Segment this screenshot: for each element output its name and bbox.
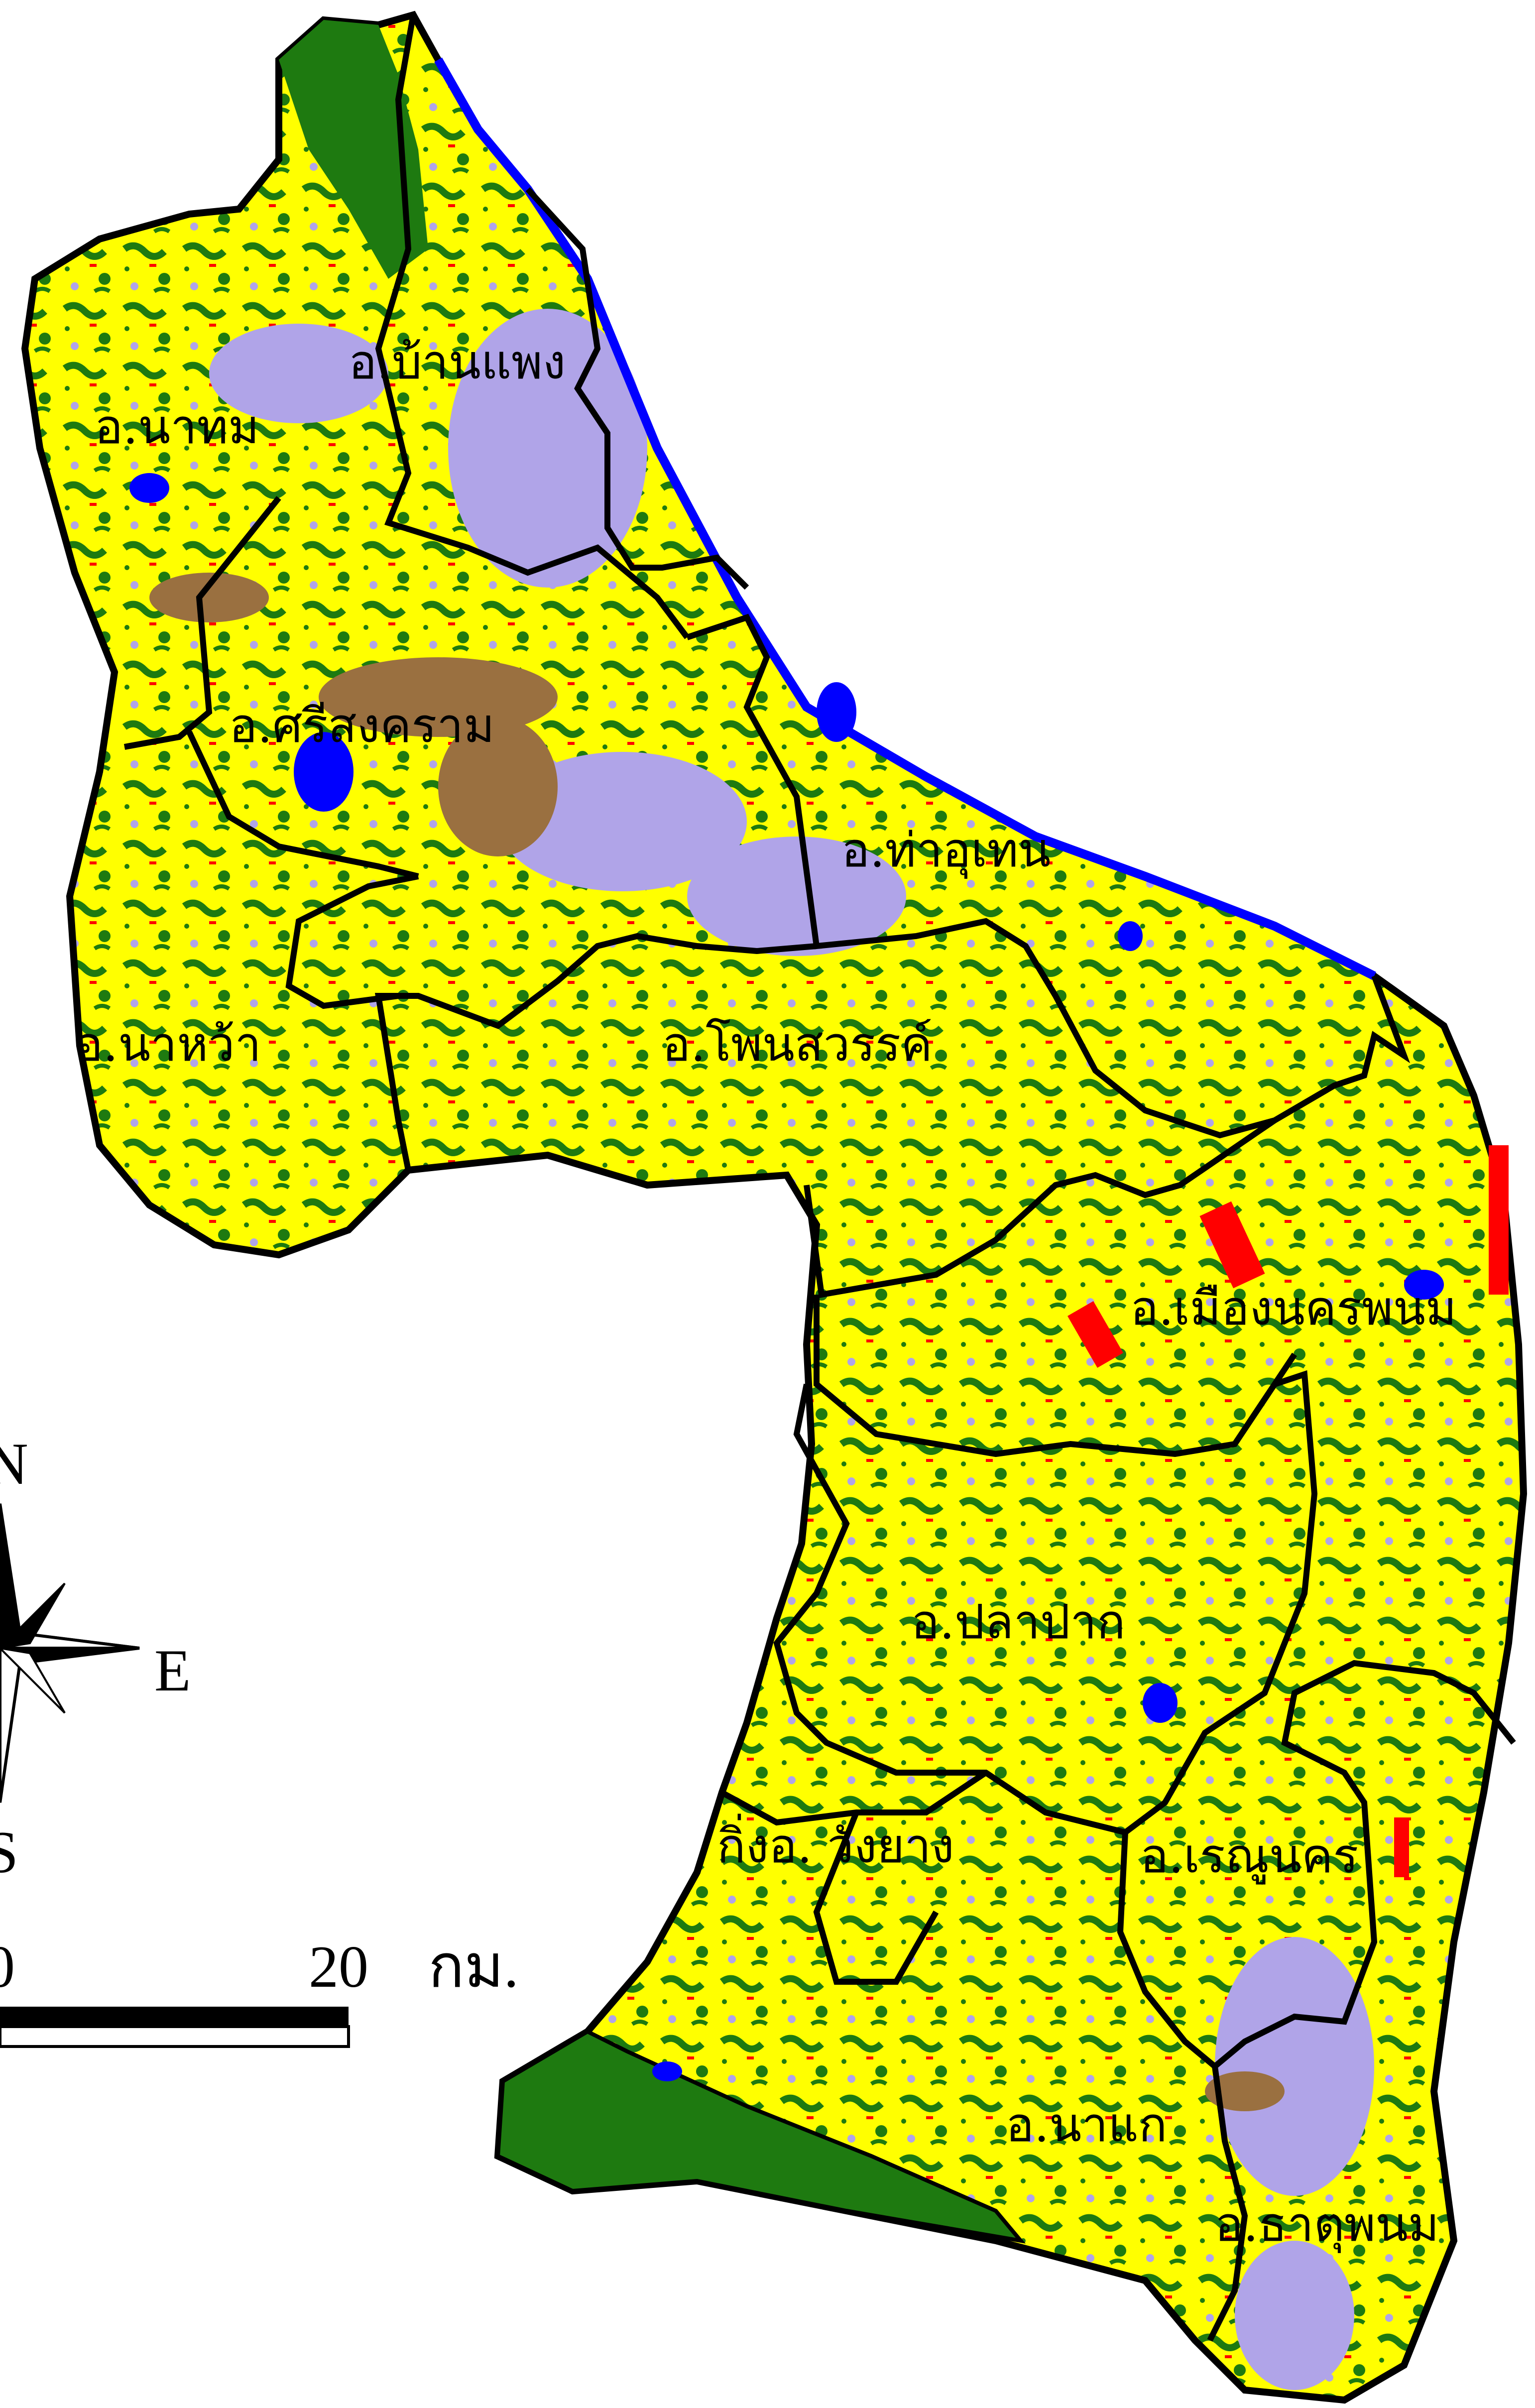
label-plapak: อ.ปลาปาก <box>911 1595 1125 1650</box>
forest-area-north <box>279 20 428 279</box>
scale-twenty-label: 20 <box>309 1933 368 2000</box>
forest-area-south <box>495 2029 1026 2244</box>
scale-zero-label: 0 <box>0 1933 15 2000</box>
compass-east-label: E <box>154 1637 191 1703</box>
compass-north-label: N <box>0 1431 28 1497</box>
district-labels: อ.นาทม อ.บ้านแพง อ.ศรีสงคราม อ.ท่าอุเทน … <box>75 335 1457 2253</box>
scale-bar-black <box>0 2007 349 2027</box>
label-thauthen: อ.ท่าอุเทน <box>841 823 1051 879</box>
bare-patches <box>149 573 1285 2111</box>
label-sisongkhram: อ.ศรีสงคราม <box>229 699 495 753</box>
label-nakae: อ.นาแก <box>1006 2098 1167 2153</box>
label-wangyang: กิ่งอ. วังยาง <box>717 1813 954 1874</box>
label-mueang: อ.เมืองนครพนม <box>1130 1281 1457 1336</box>
label-thatphanom: อ.ธาตุพนม <box>1215 2197 1439 2253</box>
scale-unit-label: กม. <box>428 1933 519 2000</box>
scale-bar-white <box>0 2025 350 2048</box>
compass-south-label: S <box>0 1819 18 1885</box>
label-nathom: อ.นาทม <box>95 400 259 455</box>
river-edge <box>434 57 1377 980</box>
label-phonsawan: อ.โพนสวรรค์ <box>662 1017 933 1072</box>
label-banphaeng: อ.บ้านแพง <box>349 335 566 390</box>
label-nawa: อ.นาหว้า <box>75 1017 261 1072</box>
compass-rose: N E S <box>0 1431 191 1885</box>
label-renunakhon: อ.เรณูนคร <box>1140 1829 1358 1885</box>
urban-areas <box>1067 1145 1509 1877</box>
scale-bar: 0 20 กม. <box>0 1933 519 2048</box>
district-boundaries <box>123 14 1516 2342</box>
paddy-patches <box>209 309 1374 2390</box>
